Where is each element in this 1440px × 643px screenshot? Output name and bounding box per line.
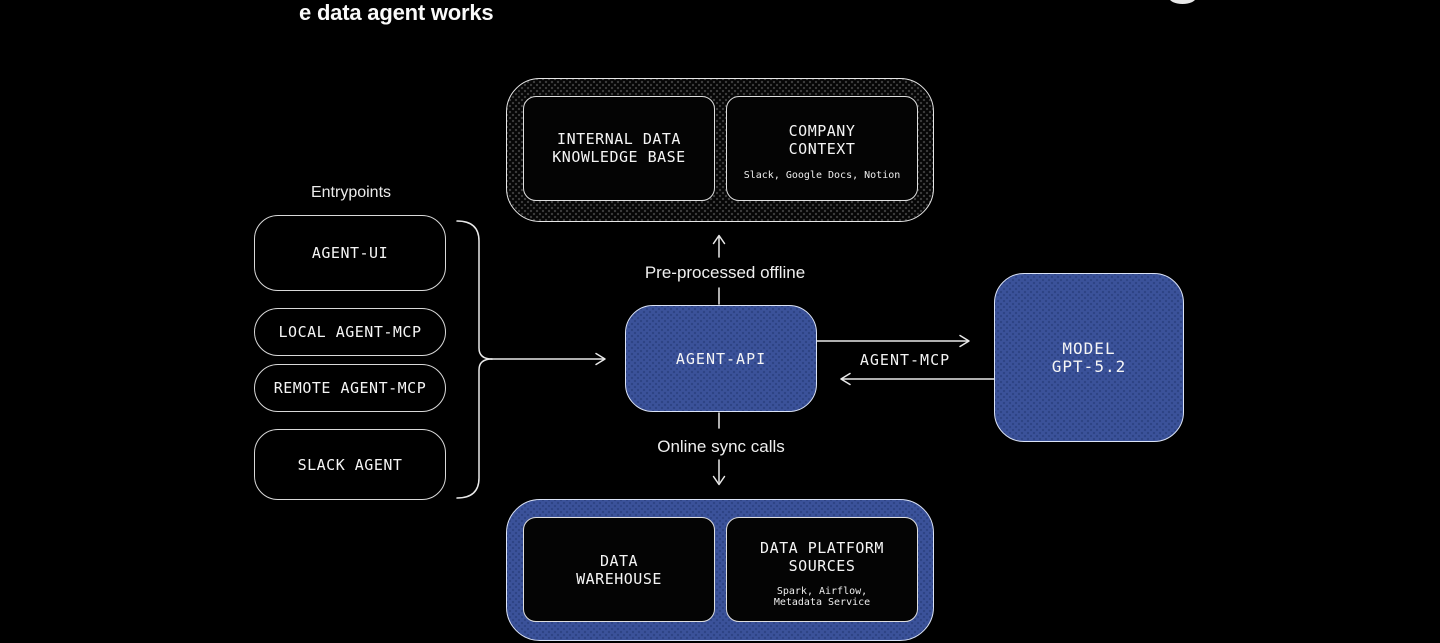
company-context-sources: Slack, Google Docs, Notion	[743, 170, 901, 182]
node-agent-ui-label: AGENT-UI	[311, 244, 389, 262]
node-local-agent-mcp-label: LOCAL AGENT-MCP	[278, 323, 422, 341]
node-model-gpt: MODEL GPT-5.2	[994, 273, 1184, 442]
company-context-line2: CONTEXT	[788, 139, 856, 158]
node-local-agent-mcp: LOCAL AGENT-MCP	[254, 308, 446, 356]
node-agent-api-label: AGENT-API	[675, 349, 767, 368]
page-title: e data agent works	[299, 0, 494, 25]
offline-sources-container: INTERNAL DATA KNOWLEDGE BASE COMPANY CON…	[506, 78, 934, 222]
node-data-platform-sources: DATA PLATFORM SOURCES Spark, Airflow, Me…	[726, 517, 918, 622]
partial-logo-icon	[1169, 0, 1196, 4]
arrow-api-to-offline-head	[712, 234, 726, 245]
data-warehouse-line2: WAREHOUSE	[576, 569, 662, 588]
model-line2: GPT-5.2	[1051, 356, 1127, 376]
data-platform-line1: DATA PLATFORM	[760, 539, 884, 557]
node-remote-agent-mcp-label: REMOTE AGENT-MCP	[273, 379, 427, 397]
edge-label-agent-mcp: AGENT-MCP	[859, 351, 951, 369]
entrypoints-heading: Entrypoints	[310, 184, 392, 201]
data-warehouse-line1: DATA	[599, 551, 639, 570]
internal-data-line2: KNOWLEDGE BASE	[552, 147, 686, 166]
arrow-entry-to-api-head	[595, 352, 606, 366]
entrypoints-brace-top	[456, 220, 493, 360]
entrypoints-brace-bottom	[456, 358, 493, 499]
edge-label-preprocessed-offline: Pre-processed offline	[644, 263, 806, 282]
node-agent-ui: AGENT-UI	[254, 215, 446, 291]
arrow-model-to-api-head	[840, 372, 851, 386]
data-platform-line2: SOURCES	[788, 557, 856, 575]
online-sources-container: DATA WAREHOUSE DATA PLATFORM SOURCES Spa…	[506, 499, 934, 641]
company-context-line1: COMPANY	[788, 122, 856, 141]
internal-data-line1: INTERNAL DATA	[557, 130, 681, 148]
node-company-context: COMPANY CONTEXT Slack, Google Docs, Noti…	[726, 96, 918, 201]
arrow-api-to-model-head	[959, 334, 970, 348]
data-platform-sub2: Metadata Service	[773, 596, 871, 608]
node-slack-agent: SLACK AGENT	[254, 429, 446, 500]
arrow-api-to-online-head	[712, 475, 726, 486]
node-data-warehouse: DATA WAREHOUSE	[523, 517, 715, 622]
node-remote-agent-mcp: REMOTE AGENT-MCP	[254, 364, 446, 412]
data-platform-sub1: Spark, Airflow,	[776, 586, 868, 597]
edge-label-online-sync-calls: Online sync calls	[657, 437, 785, 456]
node-agent-api: AGENT-API	[625, 305, 817, 412]
node-slack-agent-label: SLACK AGENT	[297, 455, 403, 474]
node-internal-data-knowledge-base: INTERNAL DATA KNOWLEDGE BASE	[523, 96, 715, 201]
model-line1: MODEL	[1062, 338, 1116, 358]
